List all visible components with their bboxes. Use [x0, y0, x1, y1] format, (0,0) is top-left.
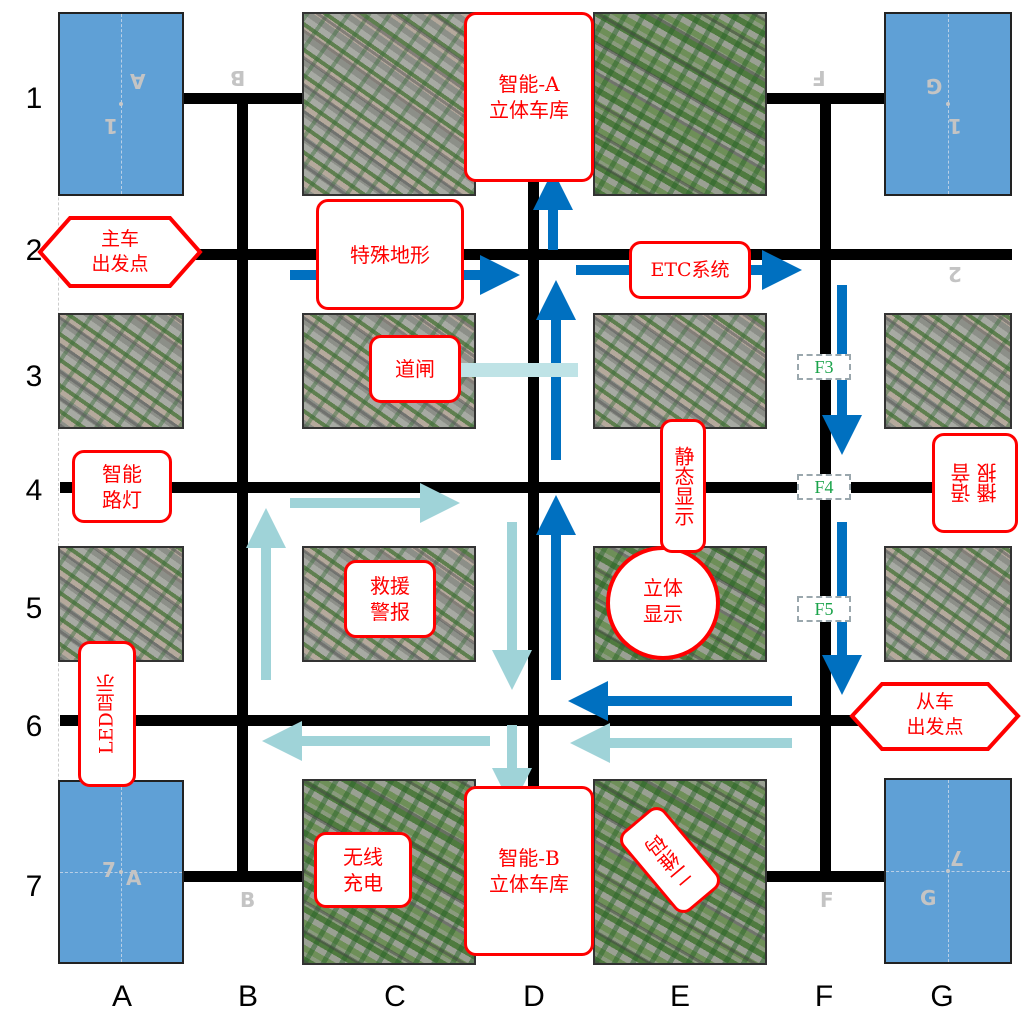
badge-f3: F3 — [797, 354, 851, 380]
ghost-label-b-bottom: B — [240, 888, 256, 912]
main-car-start-hexagon — [37, 216, 203, 288]
aerial-tile-g3 — [884, 313, 1012, 429]
main-car-start-label[interactable]: 主车 出发点 — [91, 228, 149, 275]
ghost-label-f-bottom: F — [820, 888, 834, 912]
row-label-4: 4 — [25, 474, 43, 507]
led-display[interactable]: LED显示 — [78, 641, 136, 787]
follower-car-start-label[interactable]: 从车 出发点 — [906, 691, 964, 738]
etc-system[interactable]: ETC系统 — [629, 241, 751, 299]
static-display[interactable]: 静态显示 — [660, 419, 706, 553]
road-col-d — [528, 180, 539, 790]
col-label-c: C — [384, 980, 406, 1013]
wireless-charging[interactable]: 无线 充电 — [314, 832, 412, 908]
stereo-display[interactable]: 立体 显示 — [643, 576, 683, 626]
aerial-tile-a3 — [58, 313, 184, 429]
road-row-2 — [190, 249, 1012, 260]
col-label-f: F — [814, 980, 834, 1013]
aerial-tile-e1 — [593, 12, 767, 196]
col-label-a: A — [111, 980, 132, 1013]
road-col-b — [237, 98, 248, 878]
row-label-6: 6 — [25, 710, 43, 743]
parking-zone-g7: 7 G — [884, 778, 1012, 964]
parking-zone-a1: A 1 — [58, 12, 184, 196]
barrier-gate[interactable]: 道闸 — [369, 335, 461, 403]
ghost-label: G — [920, 886, 937, 910]
row-label-5: 5 — [25, 592, 43, 625]
smart-streetlight[interactable]: 智能 路灯 — [72, 450, 172, 523]
col-label-g: G — [930, 980, 954, 1013]
aerial-tile-g5 — [884, 546, 1012, 662]
special-terrain[interactable]: 特殊地形 — [316, 199, 464, 310]
smart-garage-a[interactable]: 智能-A 立体车库 — [464, 12, 594, 182]
row-label-3: 3 — [25, 360, 43, 393]
badge-f5: F5 — [797, 596, 851, 622]
parking-zone-a7: 7 A — [58, 780, 184, 964]
col-label-d: D — [523, 980, 545, 1013]
col-label-b: B — [237, 980, 258, 1013]
parking-zone-g1: G 1 — [884, 12, 1012, 196]
voice-broadcast[interactable]: 语音 播报 — [932, 433, 1018, 533]
aerial-tile-c1 — [302, 12, 476, 196]
row-label-2: 2 — [25, 234, 43, 267]
rescue-alarm[interactable]: 救援 警报 — [344, 560, 436, 638]
ghost-label: 7 — [102, 858, 116, 882]
row-label-1: 1 — [25, 82, 43, 115]
board-boundary — [58, 12, 59, 962]
row-label-7: 7 — [25, 870, 43, 903]
col-label-e: E — [669, 980, 690, 1013]
badge-f4: F4 — [797, 474, 851, 500]
smart-garage-b[interactable]: 智能-B 立体车库 — [464, 786, 594, 956]
ghost-label: A — [126, 866, 142, 890]
follower-car-start-hexagon — [849, 682, 1021, 751]
road-row-6 — [60, 715, 860, 726]
